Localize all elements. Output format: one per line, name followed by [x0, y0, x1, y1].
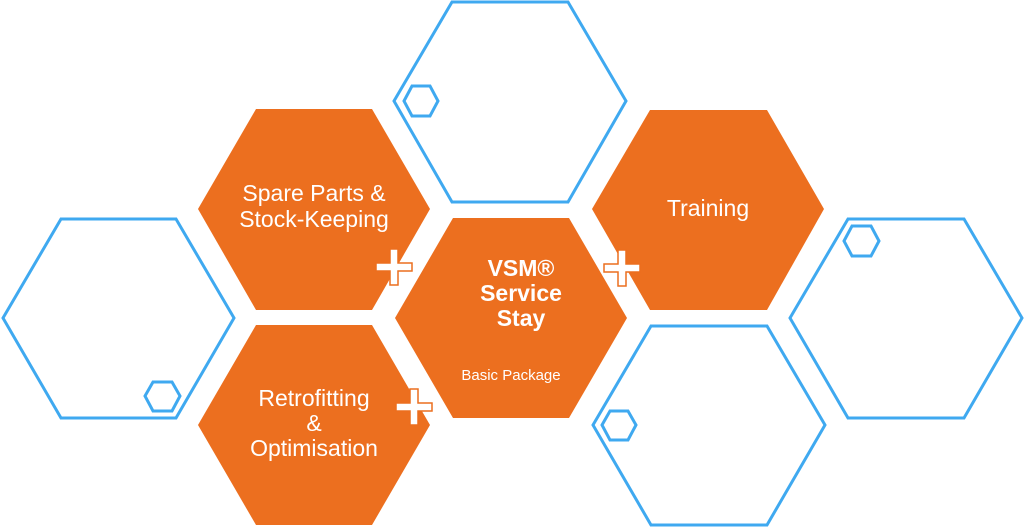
hexagon-outline-left: [1, 217, 236, 420]
hexagon-outline-top: [392, 0, 628, 204]
small-hexagon-icon: [600, 409, 638, 442]
small-hexagon-icon: [402, 84, 440, 118]
retrofitting-line-3: Optimisation: [250, 435, 378, 461]
hexagon-retrofitting: [198, 325, 430, 525]
small-hexagon-icon: [842, 224, 881, 258]
training-line-1: Training: [666, 195, 750, 221]
hexagon-spare-parts: [198, 109, 430, 310]
spare-parts-line-2: Stock-Keeping: [239, 206, 389, 232]
small-hexagon-icon: [143, 380, 182, 413]
training-label: Training: [592, 195, 824, 221]
center-title-line-2: Service: [480, 280, 562, 306]
spare-parts-label: Spare Parts & Stock-Keeping: [198, 180, 430, 232]
hexagon-outline-right: [788, 217, 1024, 420]
retrofitting-label: Retrofitting & Optimisation: [198, 386, 430, 461]
spare-parts-line-1: Spare Parts &: [242, 180, 386, 206]
center-title-line-1: VSM®: [487, 255, 555, 281]
plus-icon: [375, 248, 413, 286]
retrofitting-line-2: &: [306, 410, 322, 436]
center-label: VSM® Service Stay Basic Package: [395, 256, 627, 388]
plus-icon: [603, 249, 641, 287]
retrofitting-line-1: Retrofitting: [258, 385, 370, 411]
hexagon-training: [592, 110, 824, 310]
center-title-line-3: Stay: [496, 305, 546, 331]
hexagon-outline-bottom-right: [591, 324, 827, 527]
center-subtitle: Basic Package: [461, 367, 561, 384]
hexagon-center: [395, 218, 627, 418]
plus-icon: [395, 388, 433, 426]
